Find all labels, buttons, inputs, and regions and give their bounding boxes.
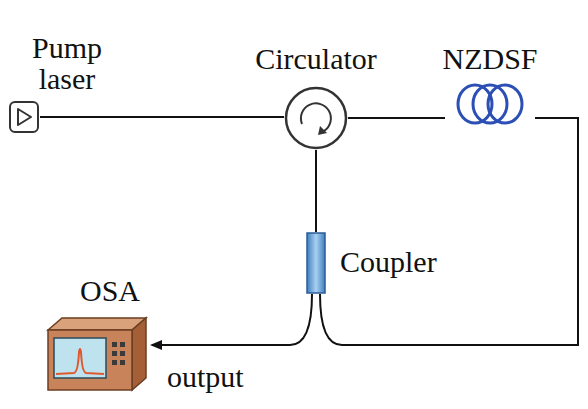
node-label: NZDSF (425, 43, 555, 74)
osa-instrument-shape (40, 312, 150, 394)
pump-laser-shape (8, 100, 40, 134)
circulator: Circulator (284, 86, 348, 150)
nzdsf-fiber-coil-shape (445, 82, 535, 126)
fiber-connector (152, 294, 312, 345)
fiber-connector (320, 118, 578, 345)
fiber-connector (40, 116, 284, 118)
node-label: OSA (80, 275, 160, 306)
fiber-connector (315, 150, 317, 232)
circulator-shape (284, 86, 348, 150)
node-label: Circulator (216, 43, 416, 74)
osa-instrument: OSA (40, 312, 150, 394)
coupler: Coupler (306, 232, 326, 294)
node-label: Pump laser (2, 32, 132, 94)
coupler-shape (306, 232, 326, 294)
fiber-connector (348, 117, 445, 119)
edge-label: output (164, 361, 247, 393)
pump-laser: Pump laser (8, 100, 40, 134)
node-label: Coupler (340, 246, 480, 277)
nzdsf-fiber-coil: NZDSF (445, 82, 535, 126)
